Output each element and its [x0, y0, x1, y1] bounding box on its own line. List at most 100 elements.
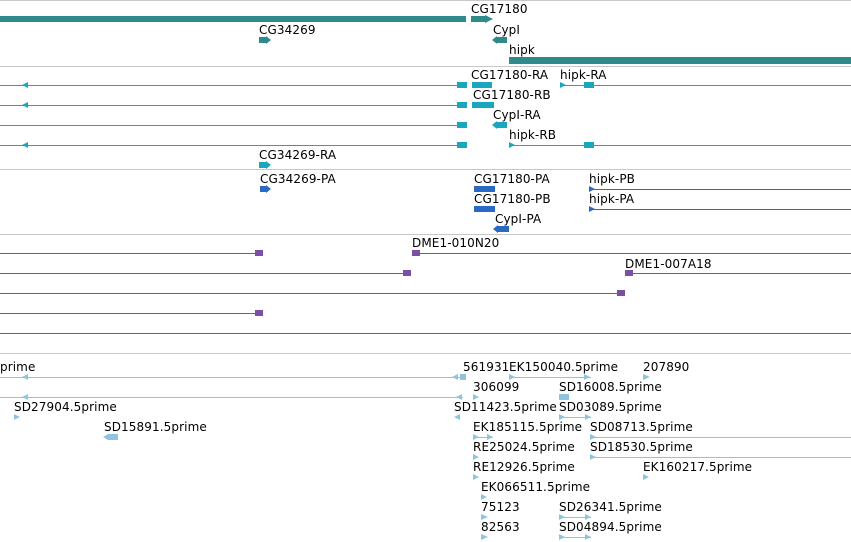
- gene-feature-hipk[interactable]: [509, 57, 851, 64]
- est-line[interactable]: [0, 377, 466, 378]
- est-label[interactable]: SD18530.5prime: [590, 440, 693, 454]
- strand-arrow-icon: [509, 374, 515, 380]
- est-label[interactable]: 82563: [481, 520, 520, 534]
- cds-intron-line[interactable]: [589, 189, 851, 190]
- transcript-exon[interactable]: [457, 102, 467, 108]
- est-label[interactable]: EK160217.5prime: [643, 460, 753, 474]
- est-block[interactable]: [460, 374, 466, 380]
- cds-label-cg17180-pb[interactable]: CG17180-PB: [474, 192, 551, 206]
- clone-label-dme1-010n20[interactable]: DME1-010N20: [412, 236, 500, 250]
- clone-line[interactable]: [0, 333, 851, 334]
- gene-label-cg34269[interactable]: CG34269: [259, 23, 316, 37]
- clone-end[interactable]: [412, 250, 420, 256]
- gene-feature-cg34269-span[interactable]: [0, 16, 466, 22]
- cds-label-cg17180-pa[interactable]: CG17180-PA: [474, 172, 550, 186]
- clone-line[interactable]: [0, 253, 262, 254]
- est-label[interactable]: EK185115.5prime: [473, 420, 583, 434]
- transcript-label-cg17180-rb[interactable]: CG17180-RB: [473, 88, 551, 102]
- est-label[interactable]: 207890: [643, 360, 690, 374]
- transcript-exon[interactable]: [472, 102, 494, 108]
- strand-arrow-icon: [585, 514, 591, 520]
- est-label[interactable]: SD16008.5prime: [559, 380, 662, 394]
- cds-label-cg34269-pa[interactable]: CG34269-PA: [260, 172, 336, 186]
- est-block[interactable]: [108, 434, 118, 440]
- transcript-label-cg17180-ra[interactable]: CG17180-RA: [471, 68, 549, 82]
- clone-end[interactable]: [403, 270, 411, 276]
- est-label[interactable]: RE12926.5prime: [473, 460, 575, 474]
- clone-end[interactable]: [625, 270, 633, 276]
- cds-label-hipk-pa[interactable]: hipk-PA: [589, 192, 635, 206]
- est-label[interactable]: EK150040.5prime: [509, 360, 619, 374]
- transcript-intron-line[interactable]: [560, 85, 851, 86]
- est-block[interactable]: [559, 394, 569, 400]
- transcript-exon[interactable]: [457, 142, 467, 148]
- clone-line[interactable]: [625, 273, 851, 274]
- cds-label-hipk-pb[interactable]: hipk-PB: [589, 172, 636, 186]
- strand-arrow-icon: [473, 434, 479, 440]
- transcript-label-cg34269-ra[interactable]: CG34269-RA: [259, 148, 337, 162]
- est-label[interactable]: SD03089.5prime: [559, 400, 662, 414]
- transcript-label-cypi-ra[interactable]: CypI-RA: [493, 108, 541, 122]
- transcript-label-hipk-ra[interactable]: hipk-RA: [560, 68, 607, 82]
- est-label[interactable]: EK066511.5prime: [481, 480, 591, 494]
- transcript-exon[interactable]: [457, 82, 467, 88]
- gene-label-cg17180[interactable]: CG17180: [471, 2, 528, 16]
- transcript-intron-line[interactable]: [0, 85, 467, 86]
- gene-feature-cg17180[interactable]: [471, 16, 485, 22]
- cds-feature[interactable]: [260, 186, 266, 192]
- strand-arrow-icon: [103, 434, 108, 440]
- strand-arrow-icon: [492, 36, 497, 44]
- transcript-intron-line[interactable]: [0, 125, 467, 126]
- strand-arrow-icon: [473, 394, 479, 400]
- est-label[interactable]: prime: [0, 360, 36, 374]
- est-label[interactable]: SD26341.5prime: [559, 500, 662, 514]
- transcript-intron-line[interactable]: [0, 105, 467, 106]
- est-label[interactable]: RE25024.5prime: [473, 440, 575, 454]
- cds-label-cypi-pa[interactable]: CypI-PA: [495, 212, 542, 226]
- strand-arrow-icon: [584, 374, 590, 380]
- est-line[interactable]: [473, 437, 493, 438]
- est-label[interactable]: SD11423.5prime: [454, 400, 557, 414]
- est-label[interactable]: SD04894.5prime: [559, 520, 662, 534]
- est-line[interactable]: [590, 437, 851, 438]
- strand-arrow-icon: [492, 121, 497, 129]
- est-line[interactable]: [0, 397, 463, 398]
- est-line[interactable]: [559, 417, 591, 418]
- gene-label-hipk[interactable]: hipk: [509, 43, 535, 57]
- clone-line[interactable]: [0, 313, 262, 314]
- gene-feature-cypi[interactable]: [497, 37, 507, 43]
- est-line[interactable]: [509, 377, 591, 378]
- transcript-exon[interactable]: [472, 82, 492, 88]
- cds-feature[interactable]: [474, 186, 495, 192]
- transcript-exon[interactable]: [584, 82, 594, 88]
- clone-end[interactable]: [617, 290, 625, 296]
- clone-end[interactable]: [255, 250, 263, 256]
- est-label[interactable]: 75123: [481, 500, 520, 514]
- clone-line[interactable]: [412, 253, 851, 254]
- transcript-exon[interactable]: [497, 122, 507, 128]
- est-line[interactable]: [559, 537, 591, 538]
- transcript-exon[interactable]: [584, 142, 594, 148]
- est-label[interactable]: SD08713.5prime: [590, 420, 693, 434]
- gene-label-cypi[interactable]: CypI: [493, 23, 521, 37]
- clone-line[interactable]: [0, 293, 625, 294]
- transcript-label-hipk-rb[interactable]: hipk-RB: [509, 128, 557, 142]
- est-label[interactable]: SD15891.5prime: [104, 420, 207, 434]
- transcript-exon[interactable]: [259, 162, 267, 168]
- est-line[interactable]: [590, 457, 851, 458]
- cds-intron-line[interactable]: [589, 209, 851, 210]
- strand-arrow-icon: [14, 414, 20, 420]
- gene-feature-cg34269[interactable]: [259, 37, 267, 43]
- clone-line[interactable]: [0, 273, 410, 274]
- clone-label-dme1-007a18[interactable]: DME1-007A18: [625, 257, 712, 271]
- est-label[interactable]: 561931: [463, 360, 510, 374]
- est-line[interactable]: [559, 517, 591, 518]
- cds-feature[interactable]: [474, 206, 495, 212]
- cds-feature[interactable]: [497, 226, 509, 232]
- transcript-intron-line[interactable]: [0, 145, 467, 146]
- est-label[interactable]: 306099: [473, 380, 520, 394]
- transcript-exon[interactable]: [457, 122, 467, 128]
- est-label[interactable]: SD27904.5prime: [14, 400, 117, 414]
- clone-end[interactable]: [255, 310, 263, 316]
- transcript-intron-line[interactable]: [509, 145, 851, 146]
